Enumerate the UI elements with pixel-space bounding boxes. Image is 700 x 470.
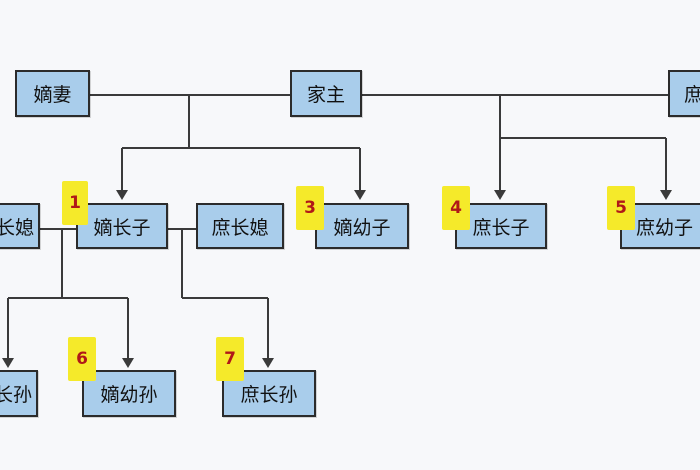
node-left-grandson: 长孙 — [0, 370, 38, 417]
node-head-of-family: 家主 — [290, 70, 362, 117]
node-main-wife: 嫡妻 — [15, 70, 90, 117]
node-concubine-eldest-daughter-in-law: 庶长媳 — [196, 203, 284, 249]
order-badge-1: 1 — [62, 181, 88, 225]
order-badge-5: 5 — [607, 186, 635, 230]
order-badge-3: 3 — [296, 186, 324, 230]
node-left-daughter-in-law: 长媳 — [0, 203, 40, 249]
node-concubine: 庶 — [668, 70, 700, 117]
node-legitimate-youngest-son: 嫡幼子 — [315, 203, 409, 249]
order-badge-6: 6 — [68, 337, 96, 381]
order-badge-4: 4 — [442, 186, 470, 230]
node-legitimate-younger-grandson: 嫡幼孙 — [82, 370, 176, 417]
node-legitimate-eldest-son: 嫡长子 — [76, 203, 168, 249]
order-badge-7: 7 — [216, 337, 244, 381]
